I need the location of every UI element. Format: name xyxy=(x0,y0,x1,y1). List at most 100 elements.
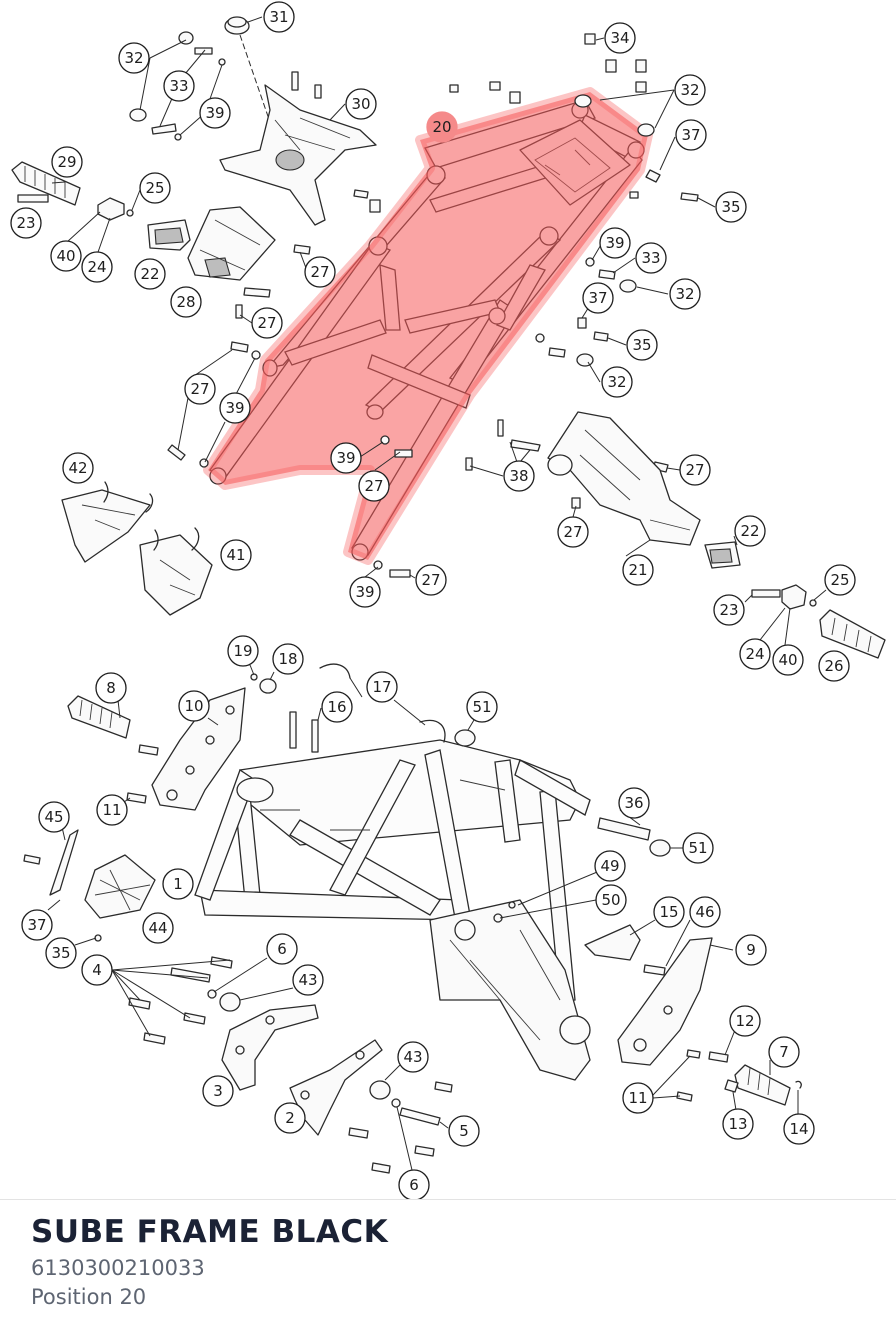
part-28[interactable] xyxy=(187,206,276,281)
callout-35[interactable]: 35 xyxy=(45,937,77,969)
part-13[interactable] xyxy=(724,1079,739,1093)
part-42[interactable] xyxy=(61,481,154,563)
callout-6[interactable]: 6 xyxy=(266,933,298,965)
callout-25[interactable]: 25 xyxy=(139,172,171,204)
callout-43[interactable]: 43 xyxy=(397,1041,429,1073)
callout-38[interactable]: 38 xyxy=(503,460,535,492)
callout-27[interactable]: 27 xyxy=(251,307,283,339)
callout-39[interactable]: 39 xyxy=(349,576,381,608)
callout-49[interactable]: 49 xyxy=(594,850,626,882)
part-18[interactable] xyxy=(259,678,277,694)
callout-39[interactable]: 39 xyxy=(330,442,362,474)
part-23-lower[interactable] xyxy=(751,589,781,598)
callout-2[interactable]: 2 xyxy=(274,1102,306,1134)
callout-45[interactable]: 45 xyxy=(38,801,70,833)
callout-23[interactable]: 23 xyxy=(713,594,745,626)
callout-27[interactable]: 27 xyxy=(415,564,447,596)
callout-8[interactable]: 8 xyxy=(95,672,127,704)
part-7[interactable] xyxy=(734,1064,791,1106)
callout-32[interactable]: 32 xyxy=(118,42,150,74)
callout-36[interactable]: 36 xyxy=(618,787,650,819)
callout-28[interactable]: 28 xyxy=(170,286,202,318)
part-40-lower[interactable] xyxy=(781,584,807,610)
callout-10[interactable]: 10 xyxy=(178,690,210,722)
callout-33[interactable]: 33 xyxy=(163,70,195,102)
callout-19[interactable]: 19 xyxy=(227,635,259,667)
callout-37[interactable]: 37 xyxy=(582,282,614,314)
callout-42[interactable]: 42 xyxy=(62,452,94,484)
part-15[interactable] xyxy=(584,924,641,961)
callout-50[interactable]: 50 xyxy=(595,884,627,916)
callout-27[interactable]: 27 xyxy=(557,516,589,548)
callout-29[interactable]: 29 xyxy=(51,146,83,178)
part-10[interactable] xyxy=(151,687,246,811)
callout-39[interactable]: 39 xyxy=(599,227,631,259)
callout-1[interactable]: 1 xyxy=(162,868,194,900)
callout-22[interactable]: 22 xyxy=(734,515,766,547)
callout-13[interactable]: 13 xyxy=(722,1108,754,1140)
part-29[interactable] xyxy=(11,161,81,206)
callout-37[interactable]: 37 xyxy=(21,909,53,941)
callout-39[interactable]: 39 xyxy=(219,392,251,424)
part-3[interactable] xyxy=(221,1004,319,1091)
part-40-upper[interactable] xyxy=(97,197,125,221)
callout-44[interactable]: 44 xyxy=(142,912,174,944)
callout-40[interactable]: 40 xyxy=(772,644,804,676)
callout-7[interactable]: 7 xyxy=(768,1036,800,1068)
callout-27[interactable]: 27 xyxy=(304,256,336,288)
callout-4[interactable]: 4 xyxy=(81,954,113,986)
callout-51[interactable]: 51 xyxy=(682,832,714,864)
callout-12[interactable]: 12 xyxy=(729,1005,761,1037)
part-44[interactable] xyxy=(84,854,156,919)
part-1-frame[interactable] xyxy=(194,739,591,1081)
part-5[interactable] xyxy=(399,1107,441,1126)
callout-27[interactable]: 27 xyxy=(679,454,711,486)
callout-9[interactable]: 9 xyxy=(735,934,767,966)
part-30[interactable] xyxy=(219,84,377,226)
callout-32[interactable]: 32 xyxy=(669,278,701,310)
callout-16[interactable]: 16 xyxy=(321,691,353,723)
callout-37[interactable]: 37 xyxy=(675,119,707,151)
callout-40[interactable]: 40 xyxy=(50,240,82,272)
callout-14[interactable]: 14 xyxy=(783,1113,815,1145)
callout-32[interactable]: 32 xyxy=(674,74,706,106)
callout-24[interactable]: 24 xyxy=(81,251,113,283)
callout-26[interactable]: 26 xyxy=(818,650,850,682)
callout-27[interactable]: 27 xyxy=(184,373,216,405)
part-45[interactable] xyxy=(49,829,79,896)
part-41[interactable] xyxy=(139,527,213,616)
part-9[interactable] xyxy=(617,937,713,1066)
part-21[interactable] xyxy=(547,411,701,546)
part-16[interactable] xyxy=(289,711,319,753)
callout-43[interactable]: 43 xyxy=(292,964,324,996)
callout-34[interactable]: 34 xyxy=(604,22,636,54)
part-25-lower[interactable] xyxy=(809,599,817,607)
callout-32[interactable]: 32 xyxy=(601,366,633,398)
part-26[interactable] xyxy=(819,609,886,659)
callout-35[interactable]: 35 xyxy=(715,191,747,223)
callout-41[interactable]: 41 xyxy=(220,539,252,571)
part-43-lower[interactable] xyxy=(369,1080,391,1100)
callout-3[interactable]: 3 xyxy=(202,1075,234,1107)
callout-25[interactable]: 25 xyxy=(824,564,856,596)
callout-15[interactable]: 15 xyxy=(653,896,685,928)
part-51-lower[interactable] xyxy=(649,839,671,857)
part-6-lower[interactable] xyxy=(391,1098,401,1108)
callout-17[interactable]: 17 xyxy=(366,671,398,703)
part-36[interactable] xyxy=(597,817,651,841)
part-12[interactable] xyxy=(708,1051,729,1063)
part-8[interactable] xyxy=(67,695,131,739)
part-25-upper[interactable] xyxy=(126,209,134,217)
callout-24[interactable]: 24 xyxy=(739,638,771,670)
part-17[interactable] xyxy=(319,663,446,743)
callout-22[interactable]: 22 xyxy=(134,258,166,290)
callout-21[interactable]: 21 xyxy=(622,554,654,586)
callout-46[interactable]: 46 xyxy=(689,896,721,928)
part-14[interactable] xyxy=(795,1080,802,1089)
callout-35[interactable]: 35 xyxy=(626,329,658,361)
part-31[interactable] xyxy=(224,16,250,35)
callout-39[interactable]: 39 xyxy=(199,97,231,129)
callout-51[interactable]: 51 xyxy=(466,691,498,723)
callout-23[interactable]: 23 xyxy=(10,207,42,239)
callout-6[interactable]: 6 xyxy=(398,1169,430,1200)
